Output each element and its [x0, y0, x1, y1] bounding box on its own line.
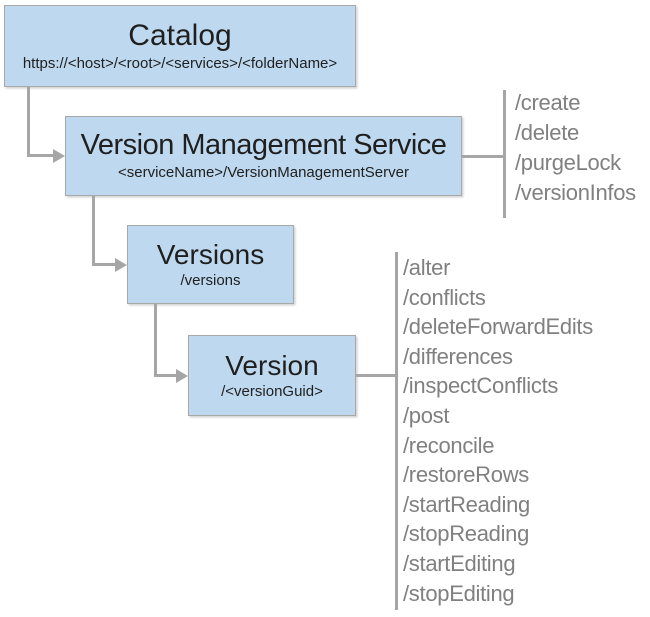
- endpoint-item: /post: [403, 402, 450, 428]
- endpoint-item: /purgeLock: [515, 150, 621, 175]
- node-versions-subtitle: /versions: [180, 271, 241, 289]
- vms-endpoints-bracket-bar: [503, 90, 506, 218]
- endpoint-item: /stopEditing: [403, 580, 515, 606]
- connector-catalog-to-vms-horizontal: [27, 154, 54, 157]
- endpoint-item: /inspectConflicts: [403, 373, 559, 399]
- node-version-title: Version: [225, 349, 319, 381]
- connector-vms-to-endpoints: [461, 155, 504, 158]
- node-versions-title: Versions: [156, 238, 265, 270]
- connector-catalog-to-vms-vertical: [27, 87, 30, 157]
- endpoint-item: /conflicts: [403, 284, 486, 310]
- node-version-management-service: Version Management Service <serviceName>…: [65, 116, 462, 196]
- endpoint-item: /deleteForwardEdits: [403, 314, 593, 340]
- connector-arrowhead-icon: [115, 258, 127, 272]
- connector-versions-to-version-horizontal: [154, 374, 177, 377]
- connector-version-to-endpoints: [356, 374, 397, 377]
- node-catalog-title: Catalog: [128, 18, 232, 52]
- node-vms-subtitle: <serviceName>/VersionManagementServer: [118, 164, 409, 182]
- endpoint-item: /create: [515, 90, 581, 115]
- node-version-subtitle: /<versionGuid>: [221, 382, 323, 400]
- endpoint-item: /differences: [403, 343, 513, 369]
- endpoint-item: /delete: [515, 120, 579, 145]
- connector-arrowhead-icon: [176, 369, 188, 383]
- endpoint-item: /reconcile: [403, 432, 495, 458]
- endpoint-item: /stopReading: [403, 521, 530, 547]
- node-catalog-subtitle: https://<host>/<root>/<services>/<folder…: [22, 55, 338, 72]
- connector-vms-to-versions-horizontal: [92, 263, 116, 266]
- connector-vms-to-versions-vertical: [92, 196, 95, 266]
- endpoint-item: /versionInfos: [515, 180, 636, 205]
- endpoint-item: /startReading: [403, 491, 530, 517]
- node-version: Version /<versionGuid>: [188, 335, 356, 416]
- endpoint-item: /startEditing: [403, 550, 516, 576]
- node-versions: Versions /versions: [127, 225, 294, 304]
- endpoint-item: /alter: [403, 255, 451, 280]
- vms-endpoint-list: /create /delete /purgeLock /versionInfos: [515, 88, 636, 208]
- connector-arrowhead-icon: [53, 149, 65, 163]
- node-vms-title: Version Management Service: [80, 129, 447, 162]
- version-endpoint-list: /alter /conflicts /deleteForwardEdits /d…: [403, 253, 593, 608]
- endpoint-item: /restoreRows: [403, 462, 529, 488]
- connector-versions-to-version-vertical: [154, 304, 157, 376]
- node-catalog: Catalog https://<host>/<root>/<services>…: [4, 5, 356, 87]
- version-endpoints-bracket-bar: [395, 252, 398, 610]
